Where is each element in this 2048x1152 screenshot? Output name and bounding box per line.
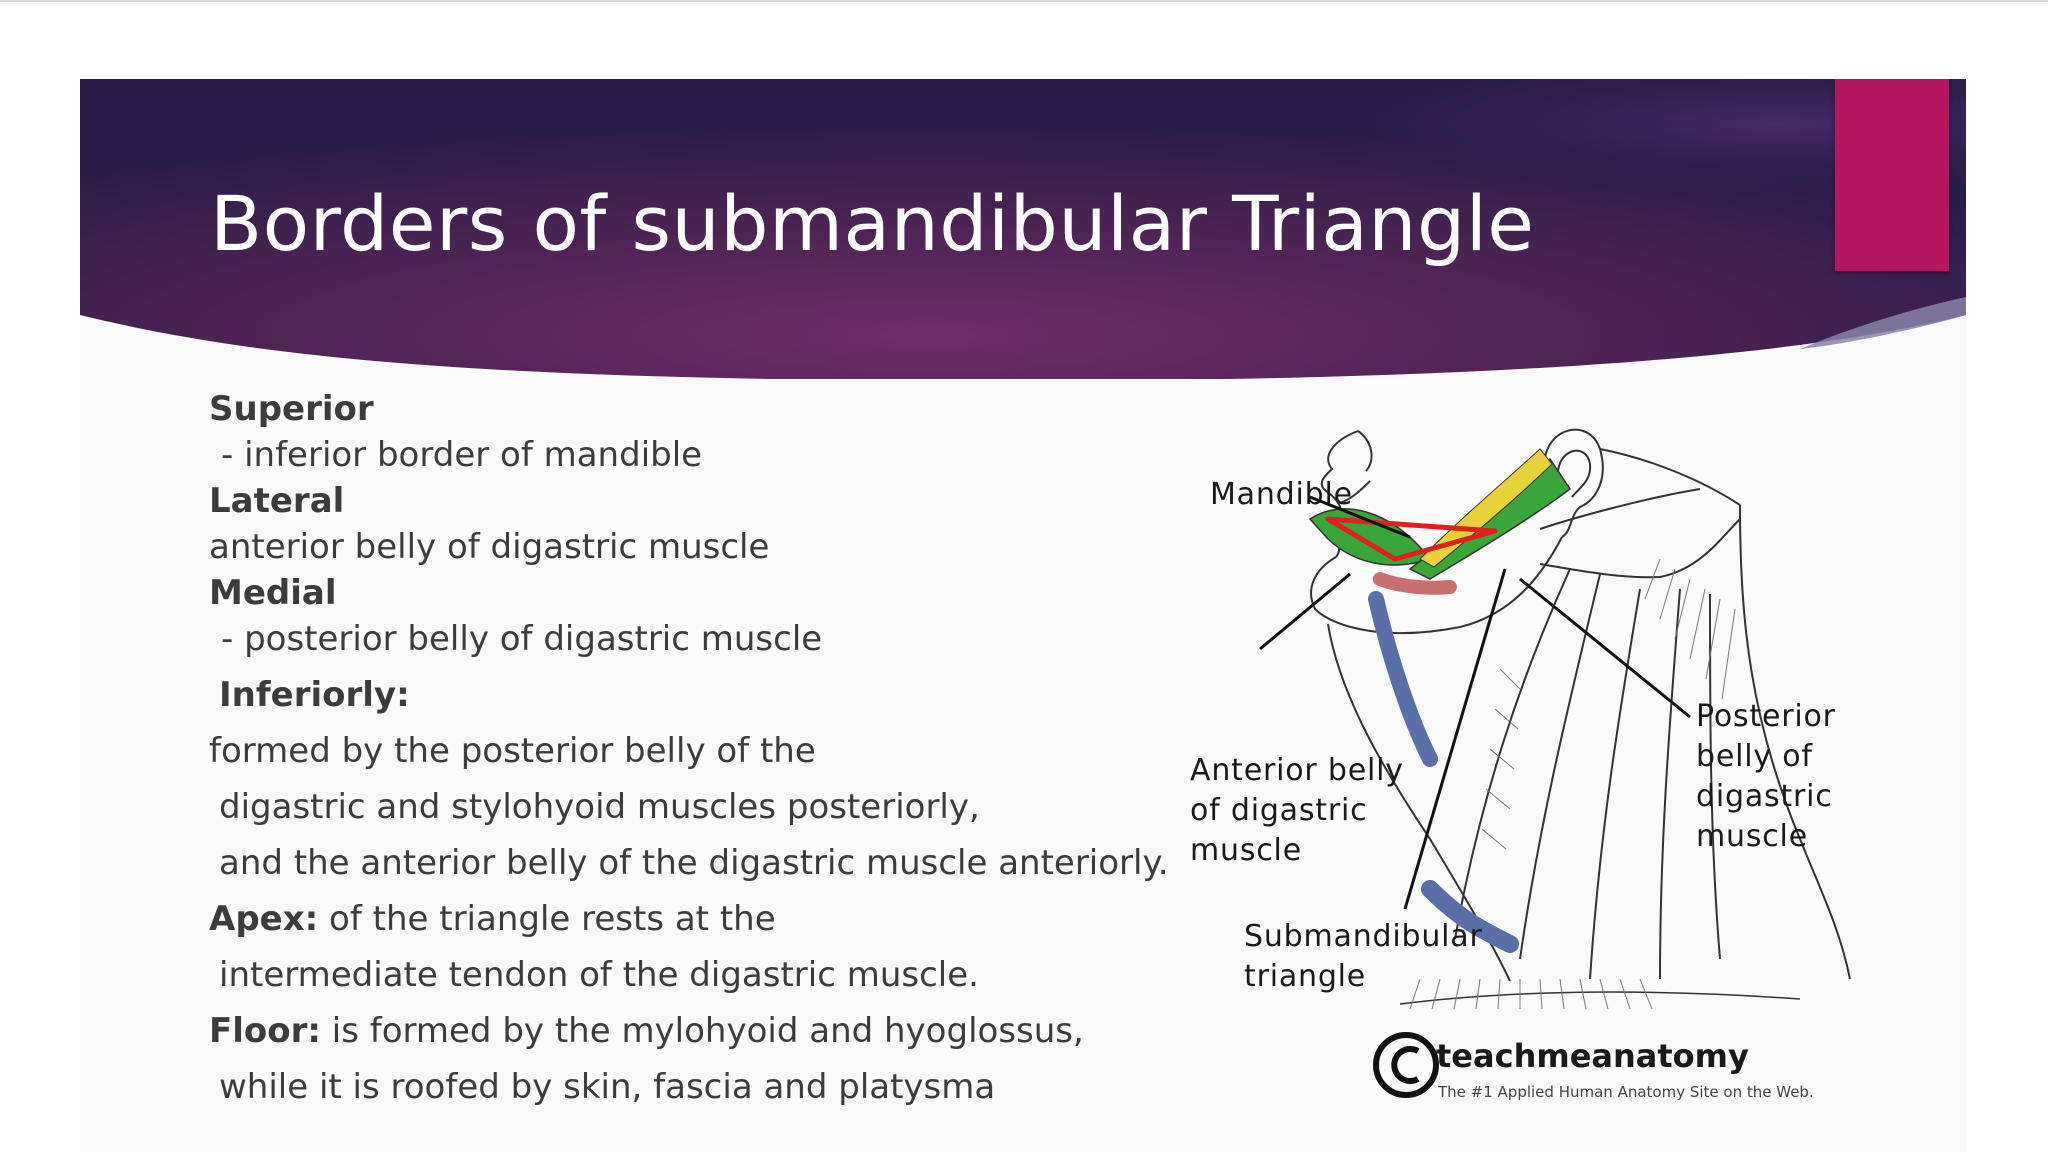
apex-heading: Apex:	[209, 899, 319, 939]
border-description: Superior - inferior border of mandible L…	[209, 389, 1169, 1123]
title-banner	[80, 79, 1966, 379]
slide: Borders of submandibular Triangle Superi…	[80, 79, 1966, 1152]
copyright-icon	[1373, 1032, 1439, 1098]
inferiorly-line-3: and the anterior belly of the digastric …	[219, 843, 1169, 883]
floor-line-1: is formed by the mylohyoid and hyoglossu…	[320, 1011, 1084, 1051]
superior-heading: Superior	[209, 389, 374, 429]
slide-title: Borders of submandibular Triangle	[210, 179, 1535, 268]
label-anterior-belly: Anterior belly of digastric muscle	[1190, 753, 1404, 868]
anatomy-figure: Mandible Anterior belly of digastric mus…	[1100, 419, 1966, 1119]
inferiorly-line-1: formed by the posterior belly of the	[209, 731, 816, 771]
label-mandible: Mandible	[1210, 477, 1353, 512]
label-submandibular-triangle: Submandibular triangle	[1244, 919, 1483, 994]
inferiorly-heading: Inferiorly:	[219, 675, 410, 715]
superior-text: - inferior border of mandible	[221, 435, 703, 475]
lateral-text: anterior belly of digastric muscle	[209, 527, 770, 567]
apex-line-1: of the triangle rests at the	[318, 899, 776, 939]
floor-heading: Floor:	[209, 1011, 321, 1051]
medial-text: - posterior belly of digastric muscle	[221, 619, 823, 659]
medial-heading: Medial	[209, 573, 337, 613]
brand-tagline: The #1 Applied Human Anatomy Site on the…	[1438, 1083, 1814, 1101]
neck-illustration	[1259, 428, 1851, 1098]
apex-line-2: intermediate tendon of the digastric mus…	[219, 955, 979, 995]
brand-name: teachmeanatomy	[1436, 1037, 1749, 1075]
floor-line-2: while it is roofed by skin, fascia and p…	[219, 1067, 996, 1107]
accent-tab	[1835, 79, 1949, 271]
inferiorly-line-2: digastric and stylohyoid muscles posteri…	[219, 787, 980, 827]
lateral-heading: Lateral	[209, 481, 345, 521]
top-border-line	[0, 0, 2048, 2]
label-posterior-belly: Posterior belly of digastric muscle	[1696, 699, 1836, 854]
